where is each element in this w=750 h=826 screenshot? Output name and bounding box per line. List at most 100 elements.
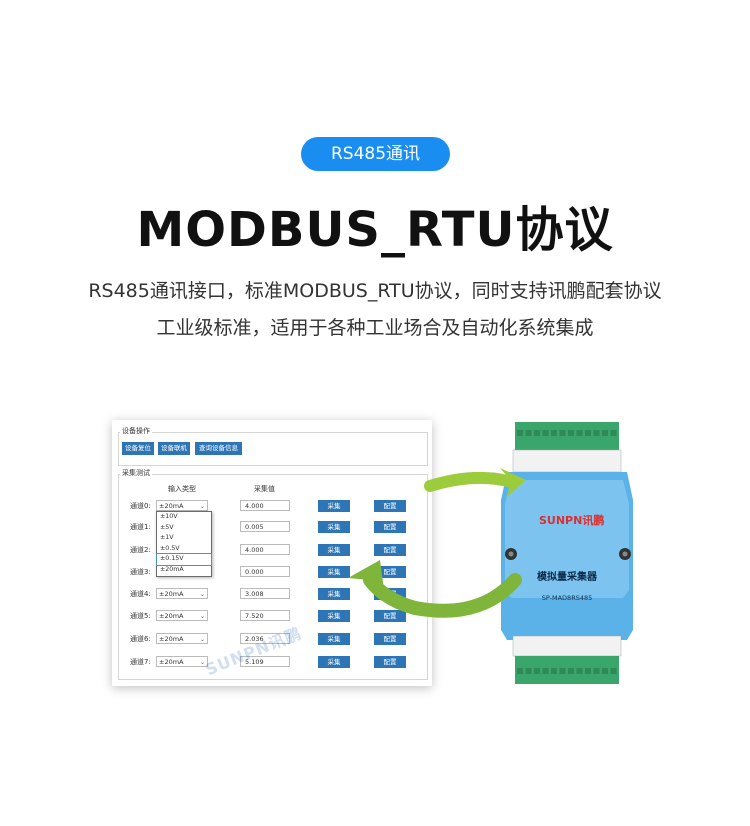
value-field[interactable]: 5.109	[240, 656, 290, 667]
select-value: ±20mA	[159, 612, 184, 620]
input-type-select[interactable]: ±20mA⌄	[156, 610, 208, 621]
terminal-screw	[525, 668, 532, 674]
collect-button[interactable]: 采集	[318, 656, 350, 668]
top-terminal-block	[515, 422, 619, 452]
description-line-1: RS485通讯接口，标准MODBUS_RTU协议，同时支持讯鹏配套协议	[88, 280, 662, 302]
arrow-upper	[424, 471, 518, 492]
bottom-terminal-block	[515, 656, 619, 684]
device-model: SP-MAD8RS485	[542, 594, 593, 602]
terminal-screw	[602, 668, 608, 674]
select-value: ±20mA	[159, 635, 184, 643]
chevron-down-icon: ⌄	[199, 503, 205, 510]
collect-button[interactable]: 采集	[318, 544, 350, 556]
terminal-screw	[568, 430, 574, 436]
device-name: 模拟量采集器	[537, 570, 598, 583]
chevron-down-icon: ⌄	[199, 636, 205, 643]
collect-test-label: 采集测试	[120, 468, 152, 478]
channel-label: 通道6:	[130, 635, 151, 643]
value-header: 采集值	[254, 485, 275, 493]
query-device-info-button[interactable]: 查询设备信息	[195, 442, 242, 455]
config-button[interactable]: 配置	[374, 610, 406, 622]
select-value: ±20mA	[159, 590, 184, 598]
collect-button[interactable]: 采集	[318, 633, 350, 645]
dropdown-option[interactable]: ±0.15V	[156, 553, 212, 566]
flow-arrows	[348, 468, 526, 618]
terminal-screw	[610, 430, 617, 436]
config-button[interactable]: 配置	[374, 656, 406, 668]
collect-button[interactable]: 采集	[318, 610, 350, 622]
terminal-screw	[585, 430, 591, 436]
channel-label: 通道5:	[130, 612, 151, 620]
value-field[interactable]: 0.005	[240, 521, 290, 532]
input-type-select[interactable]: ±20mA ⌄	[156, 500, 208, 511]
collect-test-section	[118, 474, 428, 680]
select-value: ±20mA	[159, 658, 184, 666]
arrow-lower-head	[348, 560, 384, 590]
device-connect-button[interactable]: 设备联机	[158, 442, 190, 455]
collect-button[interactable]: 采集	[318, 566, 350, 578]
dropdown-option[interactable]: ±20mA	[160, 565, 184, 573]
value-field[interactable]: 2.036	[240, 633, 290, 644]
software-panel: 设备操作 设备复位 设备联机 查询设备信息 采集测试 输入类型 采集值 通道0:…	[112, 420, 432, 686]
device-illustration: SUNPN讯鹏 模拟量采集器 SP-MAD8RS485	[501, 422, 633, 684]
dropdown-option[interactable]: ±5V	[160, 523, 174, 531]
page-title: MODBUS_RTU协议	[136, 202, 614, 258]
terminal-screw	[602, 430, 608, 436]
input-type-select[interactable]: ±20mA ⌄	[156, 656, 208, 667]
arrow-lower	[363, 573, 522, 618]
terminal-screw	[610, 668, 617, 674]
terminal-screw	[576, 668, 583, 674]
terminal-screw	[534, 668, 540, 674]
collect-button[interactable]: 采集	[318, 500, 350, 512]
terminal-screw	[585, 668, 591, 674]
value-field[interactable]: 0.000	[240, 566, 290, 577]
chevron-down-icon: ⌄	[199, 591, 205, 598]
terminal-screw	[559, 430, 566, 436]
terminal-screw	[542, 668, 549, 674]
config-button[interactable]: 配置	[374, 500, 406, 512]
chevron-down-icon: ⌄	[199, 659, 205, 666]
channel-label: 通道3:	[130, 568, 151, 576]
channel-label: 通道0:	[130, 502, 151, 510]
terminal-screw	[551, 668, 557, 674]
terminal-screw	[559, 668, 566, 674]
terminal-screw	[568, 668, 574, 674]
terminal-screw	[517, 430, 523, 436]
terminal-screw	[534, 430, 540, 436]
device-brand: SUNPN讯鹏	[539, 513, 604, 527]
rs485-badge: RS485通讯	[301, 137, 450, 171]
config-button[interactable]: 配置	[374, 544, 406, 556]
collect-button[interactable]: 采集	[318, 521, 350, 533]
select-value: ±20mA	[159, 502, 184, 510]
value-field[interactable]: 7.520	[240, 610, 290, 621]
terminal-screw	[542, 430, 549, 436]
device-ops-section	[118, 432, 428, 466]
dropdown-option[interactable]: ±0.5V	[160, 544, 180, 552]
config-button[interactable]: 配置	[374, 633, 406, 645]
terminal-screw	[525, 430, 532, 436]
channel-label: 通道1:	[130, 523, 151, 531]
terminal-screw	[517, 668, 523, 674]
channel-label: 通道2:	[130, 546, 151, 554]
arrow-upper-head	[500, 468, 526, 498]
value-field[interactable]: 4.000	[240, 544, 290, 555]
terminal-screw	[593, 430, 600, 436]
input-type-dropdown-list[interactable]: ±10V ±5V ±1V ±0.5V±0.15V±20mA	[156, 511, 212, 577]
terminal-screw	[576, 430, 583, 436]
input-type-header: 输入类型	[168, 485, 196, 493]
description-line-2: 工业级标准，适用于各种工业场合及自动化系统集成	[156, 317, 594, 339]
value-field[interactable]: 3.008	[240, 588, 290, 599]
dropdown-option[interactable]: ±1V	[160, 534, 174, 541]
device-ops-label: 设备操作	[120, 426, 152, 436]
channel-label: 通道4:	[130, 590, 151, 598]
device-reset-button[interactable]: 设备复位	[122, 442, 154, 455]
terminal-screw	[593, 668, 600, 674]
value-field[interactable]: 4.000	[240, 500, 290, 511]
input-type-select[interactable]: ±20mA ⌄	[156, 588, 208, 599]
dropdown-option[interactable]: ±10V	[160, 513, 178, 520]
channel-label: 通道7:	[130, 658, 151, 666]
input-type-select[interactable]: ±20mA ⌄	[156, 633, 208, 644]
collect-button[interactable]: 采集	[318, 588, 350, 600]
config-button[interactable]: 配置	[374, 521, 406, 533]
terminal-screw	[551, 430, 557, 436]
